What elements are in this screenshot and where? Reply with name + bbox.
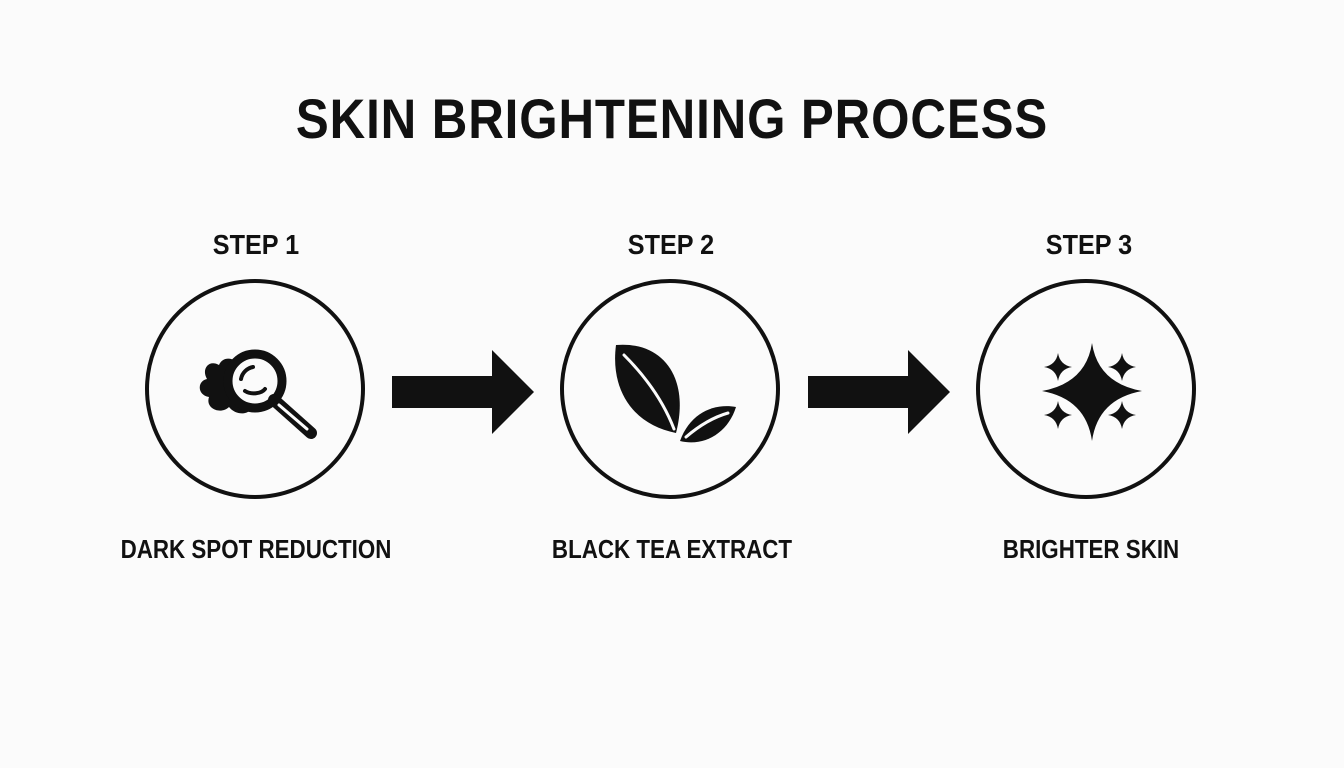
step-2-caption: BLACK TEA EXTRACT <box>551 534 793 564</box>
step-1-caption: DARK SPOT REDUCTION <box>120 534 392 564</box>
step-2-circle <box>560 279 780 499</box>
sparkles-icon <box>1042 343 1142 441</box>
arrow-right-icon <box>392 350 534 434</box>
step-3-label: STEP 3 <box>1045 229 1133 260</box>
step-2-label: STEP 2 <box>627 229 715 260</box>
step-3-circle <box>976 279 1196 499</box>
arrow-right-icon <box>808 350 950 434</box>
step-3-caption: BRIGHTER SKIN <box>1002 534 1180 564</box>
step-1-label: STEP 1 <box>212 229 300 260</box>
diagram-title: SKIN BRIGHTENING PROCESS <box>295 87 1049 150</box>
step-1-circle <box>145 279 365 499</box>
tea-leaves-icon <box>615 344 736 443</box>
magnifier-dark-spot-icon <box>199 349 317 439</box>
